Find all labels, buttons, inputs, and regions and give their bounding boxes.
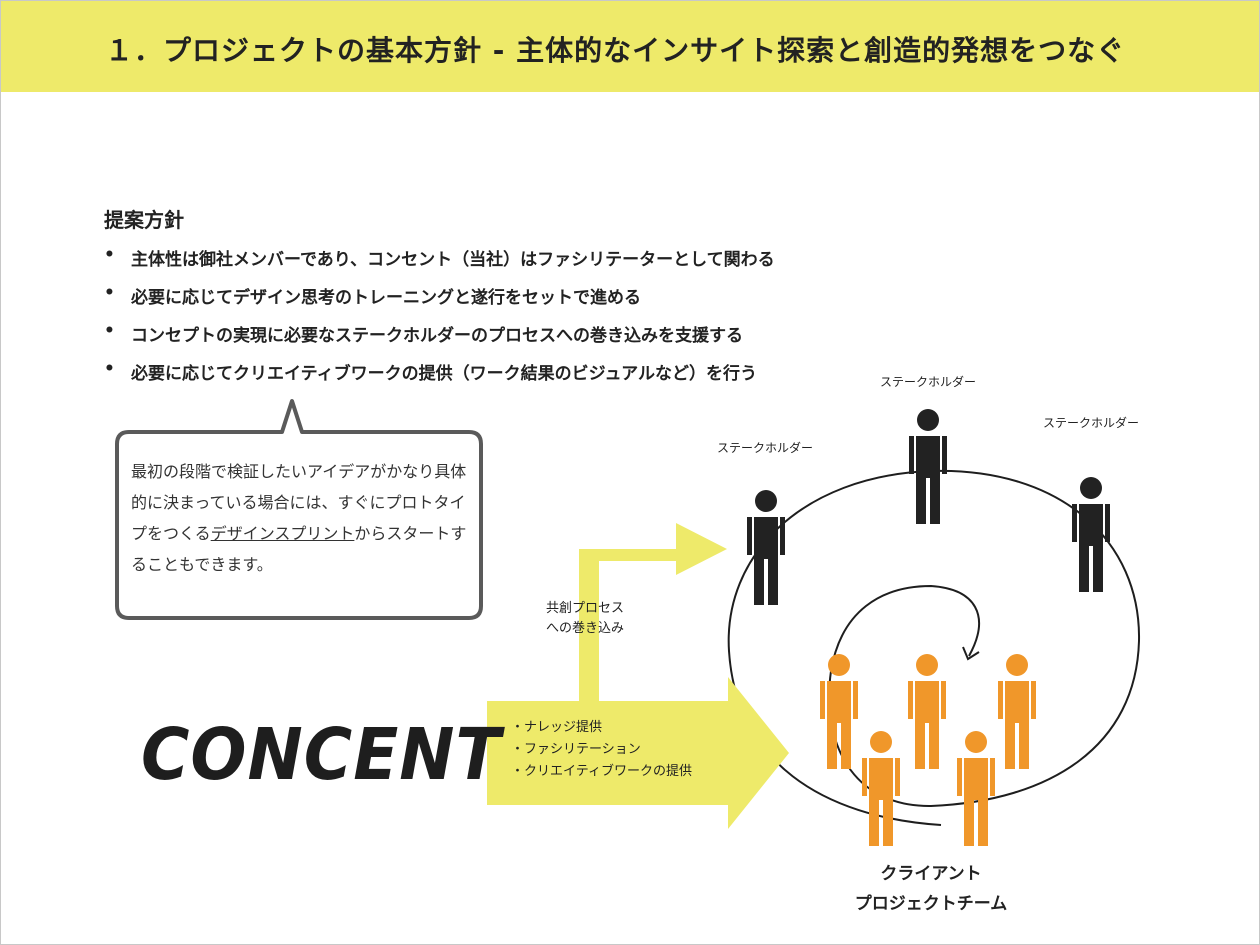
- proposal-item: 主体性は御社メンバーであり、コンセント（当社）はファシリテーターとして関わる: [104, 245, 775, 283]
- offer-arrow-icon: [487, 677, 789, 829]
- client-team-label: クライアント プロジェクトチーム: [821, 859, 1041, 919]
- stakeholder-person-icon: [747, 490, 785, 605]
- proposal-list: 主体性は御社メンバーであり、コンセント（当社）はファシリテーターとして関わる 必…: [104, 245, 775, 397]
- spiral-line: [727, 469, 1141, 826]
- offering-list: ・ナレッジ提供 ・ファシリテーション ・クリエイティブワークの提供: [511, 717, 692, 783]
- proposal-item: 必要に応じてクリエイティブワークの提供（ワーク結果のビジュアルなど）を行う: [104, 359, 775, 397]
- process-arrow-icon: [579, 523, 727, 703]
- process-label-line1: 共創プロセス: [546, 601, 625, 616]
- proposal-item: コンセプトの実現に必要なステークホルダーのプロセスへの巻き込みを支援する: [104, 321, 775, 359]
- design-sprint-link[interactable]: デザインスプリント: [210, 524, 355, 543]
- process-label-line2: への巻き込み: [546, 621, 625, 636]
- offering-item: ・ファシリテーション: [511, 742, 641, 757]
- client-person-icon: [957, 731, 995, 846]
- concent-logo: CONCENT: [141, 713, 502, 797]
- stakeholder-person-icon: [909, 409, 947, 524]
- client-label-line1: クライアント: [880, 864, 982, 884]
- callout-bubble: [115, 399, 483, 620]
- stakeholder-label: ステークホルダー: [1043, 416, 1140, 430]
- client-person-icon: [908, 654, 946, 769]
- offering-item: ・ナレッジ提供: [511, 720, 603, 735]
- proposal-title: 提案方針: [104, 208, 184, 232]
- stakeholder-label: ステークホルダー: [880, 375, 977, 389]
- stakeholder-label: ステークホルダー: [717, 441, 814, 455]
- callout-text-before: 最初の段階で検証したいアイデアがかなり具体的に決まっている場合には、すぐにプロト…: [131, 462, 467, 543]
- header-bar: １．プロジェクトの基本方針 - 主体的なインサイト探索と創造的発想をつなぐ: [1, 1, 1259, 92]
- process-label: 共創プロセス への巻き込み: [546, 599, 624, 639]
- proposal-item: 必要に応じてデザイン思考のトレーニングと遂行をセットで進める: [104, 283, 775, 321]
- callout-text: 最初の段階で検証したいアイデアがかなり具体的に決まっている場合には、すぐにプロト…: [131, 456, 471, 580]
- client-label-line2: プロジェクトチーム: [854, 894, 1008, 914]
- offering-item: ・クリエイティブワークの提供: [511, 764, 692, 779]
- stakeholder-person-icon: [1072, 477, 1110, 592]
- page-title: １．プロジェクトの基本方針 - 主体的なインサイト探索と創造的発想をつなぐ: [105, 34, 1126, 67]
- spiral-arrowhead: [962, 646, 980, 661]
- callout-text-after: からスタートすることもできます。: [131, 524, 467, 574]
- client-person-icon: [998, 654, 1036, 769]
